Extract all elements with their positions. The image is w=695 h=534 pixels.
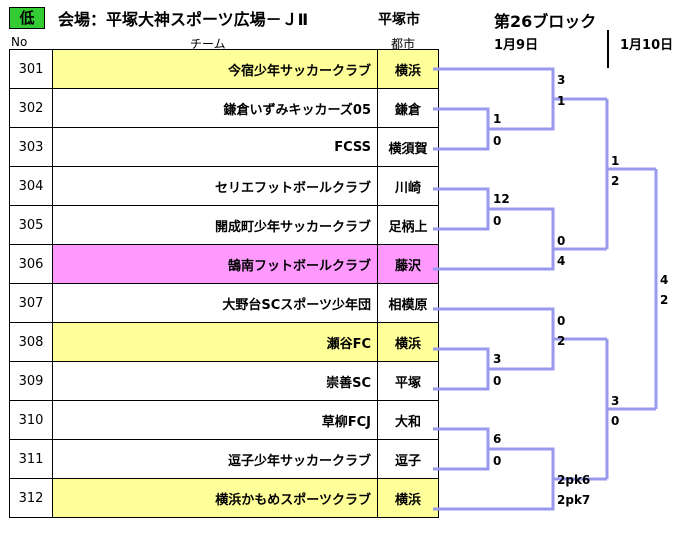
score: 2 — [611, 174, 620, 188]
table-row: 306 鵠南フットボールクラブ 藤沢 — [9, 244, 439, 284]
col-header-no: No — [11, 35, 28, 49]
score: 6 — [493, 432, 502, 446]
team-city: 鎌倉 — [377, 88, 439, 128]
team-city: 藤沢 — [377, 244, 439, 284]
table-row: 312 横浜かもめスポーツクラブ 横浜 — [9, 478, 439, 518]
team-city: 足柄上 — [377, 205, 439, 245]
bracket-line — [433, 107, 490, 151]
block-title: 第26ブロック — [494, 12, 597, 31]
score: 2 — [557, 334, 566, 348]
table-row: 303 FCSS 横須賀 — [9, 127, 439, 167]
score: 0 — [493, 134, 502, 148]
score: 3 — [557, 73, 566, 87]
bracket-line — [433, 207, 555, 271]
team-city: 横浜 — [377, 322, 439, 362]
team-city: 相模原 — [377, 283, 439, 323]
score: 0 — [493, 454, 502, 468]
venue-title: 会場：平塚大神スポーツ広場－ＪⅡ — [58, 10, 309, 29]
date-day2: 1月10日 — [620, 38, 674, 53]
venue-city: 平塚市 — [378, 12, 420, 28]
team-no: 306 — [9, 244, 53, 284]
col-header-city: 都市 — [391, 37, 416, 51]
team-no: 309 — [9, 361, 53, 401]
table-row: 302 鎌倉いずみキッカーズ05 鎌倉 — [9, 88, 439, 128]
date-separator — [607, 30, 609, 68]
team-no: 308 — [9, 322, 53, 362]
team-city: 大和 — [377, 400, 439, 440]
table-row: 304 セリエフットボールクラブ 川崎 — [9, 166, 439, 206]
team-city: 川崎 — [377, 166, 439, 206]
team-name: 瀬谷FC — [52, 322, 378, 362]
team-table: 301 今宿少年サッカークラブ 横浜 302 鎌倉いずみキッカーズ05 鎌倉 3… — [9, 49, 439, 518]
table-row: 307 大野台SCスポーツ少年団 相模原 — [9, 283, 439, 323]
team-city: 平塚 — [377, 361, 439, 401]
table-row: 308 瀬谷FC 横浜 — [9, 322, 439, 362]
score: 0 — [557, 314, 566, 328]
team-city: 横浜 — [377, 478, 439, 518]
team-no: 301 — [9, 49, 53, 89]
score: 2pk7 — [557, 493, 591, 507]
table-row: 311 逗子少年サッカークラブ 逗子 — [9, 439, 439, 479]
team-city: 逗子 — [377, 439, 439, 479]
score: 4 — [660, 273, 669, 287]
score: 3 — [611, 394, 620, 408]
score: 1 — [493, 112, 502, 126]
team-city: 横須賀 — [377, 127, 439, 167]
team-no: 304 — [9, 166, 53, 206]
team-city: 横浜 — [377, 49, 439, 89]
table-row: 301 今宿少年サッカークラブ 横浜 — [9, 49, 439, 89]
team-name: 崇善SC — [52, 361, 378, 401]
team-no: 305 — [9, 205, 53, 245]
team-name: 鵠南フットボールクラブ — [52, 244, 378, 284]
team-name: 今宿少年サッカークラブ — [52, 49, 378, 89]
table-row: 309 崇善SC 平塚 — [9, 361, 439, 401]
team-name: 横浜かもめスポーツクラブ — [52, 478, 378, 518]
score: 0 — [493, 374, 502, 388]
score: 0 — [611, 414, 620, 428]
score: 1 — [611, 154, 620, 168]
team-name: 鎌倉いずみキッカーズ05 — [52, 88, 378, 128]
level-badge: 低 — [9, 7, 45, 29]
score: 1 — [557, 94, 566, 108]
bracket-line — [433, 427, 490, 471]
team-no: 312 — [9, 478, 53, 518]
bracket-line — [433, 347, 490, 391]
score: 0 — [493, 214, 502, 228]
score: 0 — [557, 234, 566, 248]
team-no: 307 — [9, 283, 53, 323]
team-name: 大野台SCスポーツ少年団 — [52, 283, 378, 323]
team-name: セリエフットボールクラブ — [52, 166, 378, 206]
score: 3 — [493, 352, 502, 366]
team-name: FCSS — [52, 127, 378, 167]
score: 2 — [660, 293, 669, 307]
score: 2pk6 — [557, 473, 591, 487]
date-day1: 1月9日 — [494, 38, 539, 53]
score: 4 — [557, 254, 566, 268]
col-header-team: チーム — [190, 37, 226, 51]
team-no: 302 — [9, 88, 53, 128]
score: 12 — [493, 192, 510, 206]
bracket-line — [433, 187, 490, 231]
